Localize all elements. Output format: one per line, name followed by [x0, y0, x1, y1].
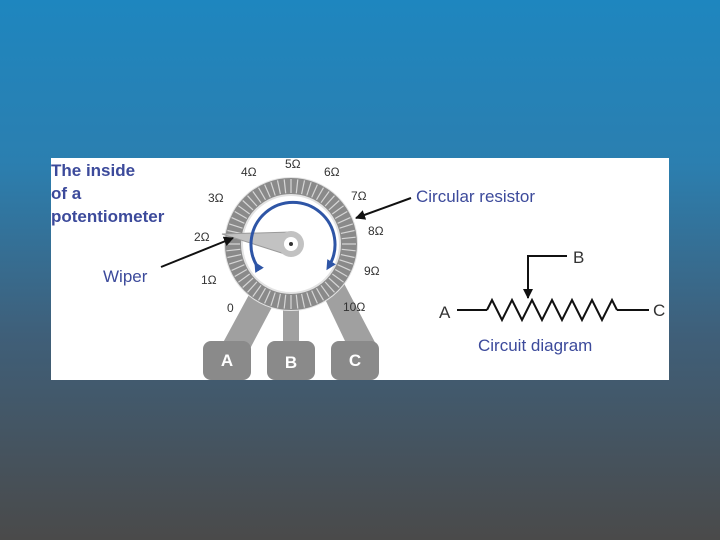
- terminal-c-label: C: [349, 351, 361, 370]
- rotation-arrow-icon: [249, 200, 337, 273]
- circuit-wiper-arrow: [523, 255, 567, 299]
- title-line-2: of a: [51, 184, 82, 203]
- resistor-tick: [229, 259, 243, 265]
- resistor-tick: [328, 277, 340, 288]
- resistor-tick: [231, 217, 245, 224]
- title-line-3: potentiometer: [51, 207, 165, 226]
- resistor-tick: [276, 180, 281, 195]
- resistor-tick: [234, 268, 248, 278]
- resistor-tick: [340, 229, 355, 234]
- circular-resistor-label: Circular resistor: [416, 187, 535, 206]
- resistor-tick: [234, 210, 248, 220]
- resistor-tick: [324, 281, 335, 293]
- resistor-tick: [306, 292, 312, 306]
- resistor-tick: [341, 248, 356, 252]
- terminal-b-pad: [267, 341, 315, 380]
- terminal-b-label: B: [285, 353, 297, 372]
- circuit-label-b: B: [573, 248, 584, 267]
- resistor-tick: [339, 259, 353, 265]
- resistor-tick: [229, 223, 243, 229]
- resistor-tick: [341, 236, 356, 240]
- resistor-tick: [301, 293, 306, 308]
- resistor-tick: [339, 223, 353, 229]
- resistor-ticks: [226, 179, 356, 309]
- terminal-a-pad: [203, 341, 251, 380]
- resistor-tick: [264, 290, 271, 304]
- resistor-tick: [283, 179, 287, 194]
- terminal-pads: A B C: [203, 341, 379, 380]
- resistor-tick: [257, 187, 267, 201]
- resistor-tick: [238, 273, 251, 283]
- resistor-tick: [238, 205, 251, 215]
- diagram-panel: The inside of a potentiometer A B C: [51, 158, 669, 380]
- wiper: [221, 231, 304, 257]
- scale-1: 1Ω: [201, 273, 217, 287]
- resistor-tick: [320, 284, 330, 297]
- resistor-tick: [252, 191, 262, 204]
- scale-0: 0: [227, 301, 234, 315]
- resistor-tick: [295, 294, 299, 309]
- circuit-label-c: C: [653, 301, 665, 320]
- scale-labels: 0 1Ω 2Ω 3Ω 4Ω 5Ω 6Ω 7Ω 8Ω 9Ω 10Ω: [194, 158, 384, 315]
- resistor-tick: [270, 292, 276, 306]
- resistor-tick: [301, 180, 306, 195]
- resistor-tick: [257, 287, 267, 301]
- scale-6: 6Ω: [324, 165, 340, 179]
- resistor-tick: [340, 254, 355, 259]
- resistor-tick: [337, 264, 351, 271]
- resistor-tick: [231, 264, 245, 271]
- resistor-tick: [283, 294, 287, 309]
- scale-9: 9Ω: [364, 264, 380, 278]
- resistor-tick: [252, 284, 262, 297]
- wiper-label: Wiper: [103, 267, 148, 286]
- terminal-c-pad: [331, 341, 379, 380]
- terminal-a-label: A: [221, 351, 233, 370]
- resistor-tick: [227, 229, 242, 234]
- resistor-zigzag-icon: [486, 297, 618, 323]
- resistor-tick: [226, 248, 241, 252]
- resistor-tick: [276, 293, 281, 308]
- resistor-tick: [324, 195, 335, 207]
- scale-2: 2Ω: [194, 230, 210, 244]
- resistor-tick: [247, 195, 258, 207]
- resistor-tick: [315, 187, 325, 201]
- scale-7: 7Ω: [351, 189, 367, 203]
- resistor-tick: [242, 277, 254, 288]
- resistor-tick: [331, 273, 344, 283]
- scale-10: 10Ω: [343, 300, 365, 314]
- scale-3: 3Ω: [208, 191, 224, 205]
- resistor-tick: [247, 281, 258, 293]
- circuit-diagram: B A C Circuit diagram: [439, 248, 665, 355]
- resistor-tick: [227, 254, 242, 259]
- wiper-arrow: [160, 236, 234, 268]
- scale-4: 4Ω: [241, 165, 257, 179]
- circuit-diagram-label: Circuit diagram: [478, 336, 592, 355]
- resistor-tick: [334, 210, 348, 220]
- resistor-tick: [331, 205, 344, 215]
- resistor-tick: [311, 184, 318, 198]
- circular-resistor-arrow: [355, 197, 412, 220]
- resistor-tick: [337, 217, 351, 224]
- resistor-tick: [315, 287, 325, 301]
- resistor-tick: [270, 182, 276, 196]
- title-line-1: The inside: [51, 161, 135, 180]
- wiper-pivot: [289, 242, 293, 246]
- resistor-tick: [334, 268, 348, 278]
- resistor-tick: [320, 191, 330, 204]
- resistor-tick: [311, 290, 318, 304]
- scale-8: 8Ω: [368, 224, 384, 238]
- resistor-tick: [264, 184, 271, 198]
- scale-5: 5Ω: [285, 158, 301, 171]
- potentiometer-diagram: The inside of a potentiometer A B C: [51, 158, 665, 380]
- circuit-label-a: A: [439, 303, 451, 322]
- resistor-tick: [295, 179, 299, 194]
- resistor-tick: [306, 182, 312, 196]
- resistor-tick: [242, 200, 254, 211]
- resistor-tick: [328, 200, 340, 211]
